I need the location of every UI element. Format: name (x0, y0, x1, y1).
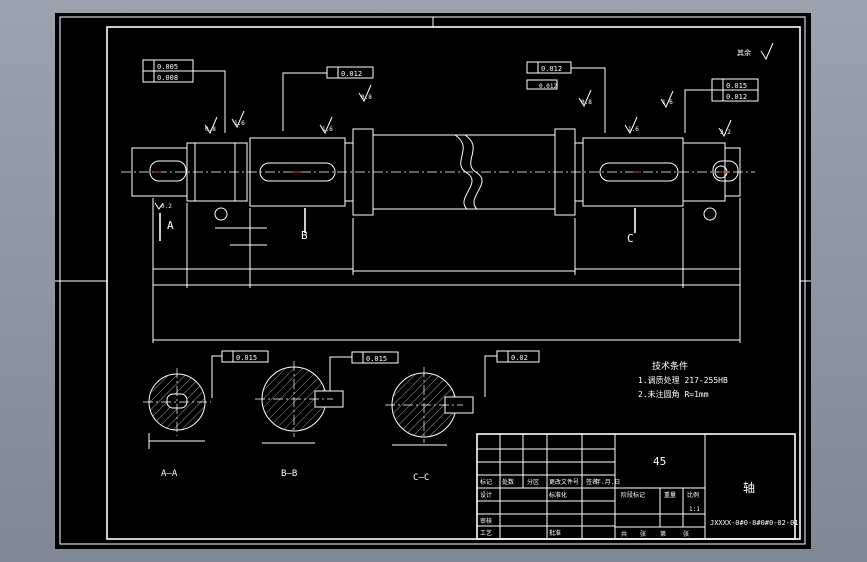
svg-text:分区: 分区 (527, 478, 539, 486)
svg-text:0.8: 0.8 (361, 94, 372, 101)
svg-text:0.008: 0.008 (157, 74, 178, 82)
title-material: 45 (653, 455, 666, 468)
left-keyway (149, 160, 187, 182)
section-label-c: C (627, 232, 634, 245)
keyway-c (599, 162, 679, 182)
svg-text:签名: 签名 (586, 478, 598, 486)
section-view-c: 0.02 C—C (385, 350, 540, 483)
tech-req-line1: 1.调质处理 217-255HB (638, 375, 728, 385)
left-bearing-seat (186, 142, 248, 202)
title-code: JXXXX-0#0-8#0#0-02-01 (710, 519, 799, 527)
svg-text:年.月.日: 年.月.日 (595, 478, 620, 486)
svg-text:0.015: 0.015 (366, 355, 387, 363)
svg-text:1.6: 1.6 (322, 126, 333, 133)
svg-text:0.005: 0.005 (157, 63, 178, 71)
section-label-a: A (167, 219, 174, 232)
svg-text:0.012: 0.012 (726, 93, 747, 101)
svg-text:张: 张 (640, 530, 646, 538)
tech-req-title: 技术条件 (652, 360, 688, 372)
svg-text:张: 张 (683, 530, 689, 538)
svg-text:0.8: 0.8 (205, 126, 216, 133)
outer-frame (59, 16, 806, 545)
svg-text:批准: 批准 (549, 529, 561, 537)
svg-text:0.02: 0.02 (511, 354, 528, 362)
svg-text:0.015: 0.015 (726, 82, 747, 90)
svg-text:0.012: 0.012 (541, 65, 562, 73)
svg-text:工艺: 工艺 (480, 529, 492, 537)
tech-req-line2: 2.未注圆角 R=1mm (638, 389, 709, 399)
svg-text:标记: 标记 (480, 478, 492, 486)
svg-text:0.2: 0.2 (161, 203, 172, 210)
datum-a-symbol (214, 207, 228, 221)
svg-text:处数: 处数 (502, 478, 514, 486)
section-label-b: B (301, 229, 308, 242)
dimension-lines (152, 198, 741, 343)
svg-text:重量: 重量 (664, 491, 676, 499)
svg-text:共: 共 (621, 530, 627, 538)
svg-text:比例: 比例 (687, 491, 699, 499)
right-keyway (712, 160, 739, 182)
keyway-b (259, 162, 336, 182)
section-view-b: 0.015 B—B (255, 351, 399, 479)
section-view-c-label: C—C (413, 473, 429, 483)
break-line-2 (464, 134, 483, 210)
title-block: 45 轴 JXXXX-0#0-8#0#0-02-01 标记 处数 分区 更改文件… (476, 433, 799, 540)
svg-text:0.012: 0.012 (341, 70, 362, 78)
drawing-canvas[interactable]: A B C 0.005 0.008 0.012 0.012 (55, 13, 811, 549)
svg-text:1.6: 1.6 (662, 99, 673, 106)
drawing-sheet[interactable]: A B C 0.005 0.008 0.012 0.012 (55, 13, 811, 549)
tolerance-frames: 0.005 0.008 0.012 0.012 0.012 0.015 0.01… (142, 59, 759, 133)
datum-b-symbol (703, 207, 717, 221)
section-view-b-label: B—B (281, 469, 297, 479)
svg-text:标准化: 标准化 (549, 491, 567, 499)
svg-text:更改文件号: 更改文件号 (549, 478, 579, 486)
svg-text:0.8: 0.8 (581, 99, 592, 106)
inner-frame (106, 26, 801, 540)
svg-text:审核: 审核 (480, 517, 492, 525)
section-view-a: 0.015 A—A (143, 350, 269, 479)
tech-requirements: 技术条件 1.调质处理 217-255HB 2.未注圆角 R=1mm (638, 360, 728, 399)
title-scale: 1:1 (689, 506, 700, 513)
section-view-a-label: A—A (161, 469, 178, 479)
svg-text:设计: 设计 (480, 491, 492, 499)
svg-text:3.2: 3.2 (720, 129, 731, 136)
svg-text:0.015: 0.015 (236, 354, 257, 362)
svg-text:第: 第 (660, 530, 666, 538)
title-part-name: 轴 (743, 480, 755, 495)
section-markers: A B C (159, 207, 717, 245)
break-line-1 (454, 134, 473, 210)
shaft-main-view (121, 128, 755, 216)
roughness-symbols: 0.8 1.6 1.6 0.8 0.8 1.6 1.6 3.2 其余 0.2 (154, 42, 774, 210)
svg-text:1.6: 1.6 (628, 126, 639, 133)
svg-text:0.012: 0.012 (539, 83, 557, 90)
svg-text:1.6: 1.6 (234, 120, 245, 127)
svg-text:阶段标记: 阶段标记 (621, 491, 645, 499)
roughness-note: 其余 (737, 48, 751, 57)
